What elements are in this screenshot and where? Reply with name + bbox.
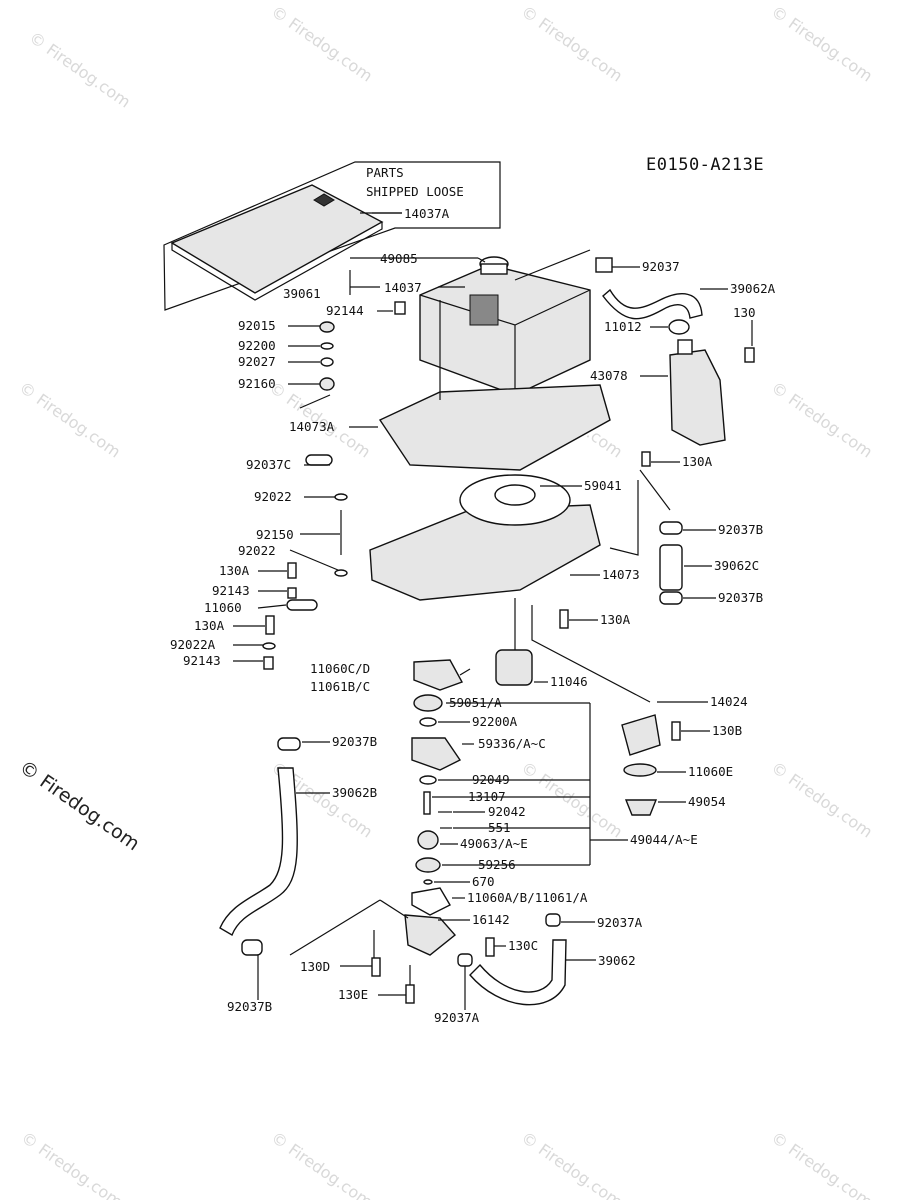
label-92200A: 92200A [472, 714, 518, 729]
label-130A: 130A [194, 618, 225, 633]
label-16142: 16142 [472, 912, 510, 927]
watermark-dark: © Firedog.com [15, 756, 143, 855]
label-49044: 49044/A~E [630, 832, 698, 847]
label-11046: 11046 [550, 674, 588, 689]
label-92037B: 92037B [332, 734, 377, 749]
label-39062A: 39062A [730, 281, 776, 296]
shroud-assembly [369, 384, 611, 601]
label-39062C: 39062C [714, 558, 759, 573]
label-92160: 92160 [238, 376, 276, 391]
label-14024: 14024 [710, 694, 748, 709]
watermark: © Firedog.com [268, 2, 376, 86]
label-11060E: 11060E [688, 764, 733, 779]
label-92037C: 92037C [246, 457, 291, 472]
label-92037: 92037 [642, 259, 680, 274]
label-11061BC: 11061B/C [310, 679, 370, 694]
label-130A: 130A [219, 563, 250, 578]
loose-note-line2: SHIPPED LOOSE [366, 184, 464, 199]
label-130B: 130B [712, 723, 742, 738]
label-14037: 14037 [384, 280, 422, 295]
label-59256: 59256 [478, 857, 516, 872]
watermark: © Firedog.com [26, 28, 134, 112]
part-labels: 14037A 49085 14037 39061 92144 92015 922… [170, 206, 776, 1025]
label-92022: 92022 [238, 543, 276, 558]
label-92037A: 92037A [597, 915, 643, 930]
label-130A: 130A [682, 454, 713, 469]
label-130E: 130E [338, 987, 368, 1002]
watermark: © Firedog.com [18, 1128, 126, 1200]
label-92022: 92022 [254, 489, 292, 504]
label-11060: 11060 [204, 600, 242, 615]
watermark: © Firedog.com [768, 758, 876, 842]
watermark: © Firedog.com [518, 758, 626, 842]
label-59336: 59336/A~C [478, 736, 546, 751]
label-49063: 49063/A~E [460, 836, 528, 851]
label-59051A: 59051/A [449, 695, 502, 710]
label-39061: 39061 [283, 286, 321, 301]
label-92049: 92049 [472, 772, 510, 787]
label-92042: 92042 [488, 804, 526, 819]
label-92027: 92027 [238, 354, 276, 369]
label-551: 551 [488, 820, 511, 835]
label-130A: 130A [600, 612, 631, 627]
watermark: © Firedog.com [768, 378, 876, 462]
watermark: © Firedog.com [518, 2, 626, 86]
label-92144: 92144 [326, 303, 364, 318]
hose-39062B [219, 767, 298, 937]
label-92015: 92015 [238, 318, 276, 333]
label-39062B: 39062B [332, 785, 377, 800]
label-670: 670 [472, 874, 495, 889]
label-59041: 59041 [584, 478, 622, 493]
label-92143: 92143 [212, 583, 250, 598]
diagram-code: E0150-A213E [646, 155, 764, 175]
label-92150: 92150 [256, 527, 294, 542]
loose-note-line1: PARTS [366, 165, 404, 180]
label-39062: 39062 [598, 953, 636, 968]
label-49054: 49054 [688, 794, 726, 809]
label-92037B: 92037B [718, 590, 763, 605]
label-92200: 92200 [238, 338, 276, 353]
watermark: © Firedog.com [268, 1128, 376, 1200]
watermark: © Firedog.com [768, 1128, 876, 1200]
label-92037B: 92037B [718, 522, 763, 537]
label-11060A: 11060A/B/11061/A [467, 890, 588, 905]
label-14073A: 14073A [289, 419, 335, 434]
air-cleaner-housing [419, 256, 591, 396]
label-92143: 92143 [183, 653, 221, 668]
small-parts [241, 257, 755, 1004]
label-130: 130 [733, 305, 756, 320]
hose-39062C [659, 544, 683, 591]
label-130D: 130D [300, 959, 330, 974]
label-11060CD: 11060C/D [310, 661, 370, 676]
watermark: © Firedog.com [518, 1128, 626, 1200]
hose-39062 [469, 939, 567, 1006]
label-49085: 49085 [380, 251, 418, 266]
label-11012: 11012 [604, 319, 642, 334]
watermark: © Firedog.com [768, 2, 876, 86]
reservoir-tank [669, 339, 726, 446]
leader-lines [233, 212, 753, 1010]
label-92022A: 92022A [170, 637, 216, 652]
label-130C: 130C [508, 938, 538, 953]
label-92037A: 92037A [434, 1010, 480, 1025]
label-14073: 14073 [602, 567, 640, 582]
loose-parts-box: PARTS SHIPPED LOOSE [163, 161, 501, 311]
label-43078: 43078 [590, 368, 628, 383]
hose-39062A [602, 288, 703, 320]
label-13107: 13107 [468, 789, 506, 804]
label-14037A: 14037A [404, 206, 450, 221]
watermark: © Firedog.com [16, 378, 124, 462]
label-92037B: 92037B [227, 999, 272, 1014]
